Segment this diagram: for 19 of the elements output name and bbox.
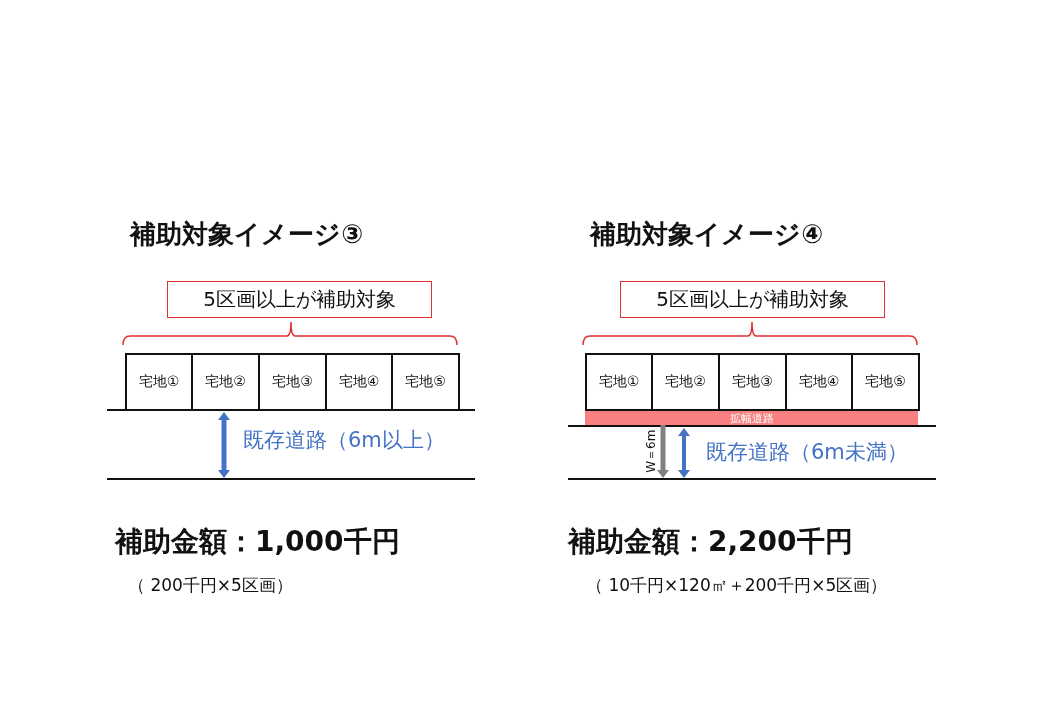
width-label: W＝6m (644, 429, 659, 473)
subsidy-amount: 補助金額：2,200千円 (568, 525, 853, 559)
subsidy-amount: 補助金額：1,000千円 (115, 525, 400, 559)
panel-heading: 補助対象イメージ④ (590, 219, 823, 251)
target-note: 5区画以上が補助対象 (167, 281, 432, 318)
lot-box: 宅地④ (785, 353, 853, 411)
widened-road-band: 拡幅道路 (585, 411, 918, 425)
lot-box: 宅地⑤ (851, 353, 920, 411)
panel-heading: 補助対象イメージ③ (130, 219, 363, 251)
lot-box: 宅地② (651, 353, 720, 411)
lot-box: 宅地① (125, 353, 193, 411)
lot-box: 宅地① (585, 353, 653, 411)
lot-box: 宅地⑤ (391, 353, 460, 411)
target-note: 5区画以上が補助対象 (620, 281, 885, 318)
amount-breakdown: （ 200千円×5区画） (128, 575, 293, 596)
road-label: 既存道路（6m未満） (706, 440, 908, 466)
road-label: 既存道路（6m以上） (243, 428, 445, 454)
amount-breakdown: （ 10千円×120㎡＋200千円×5区画） (586, 575, 888, 596)
lot-box: 宅地③ (718, 353, 787, 411)
